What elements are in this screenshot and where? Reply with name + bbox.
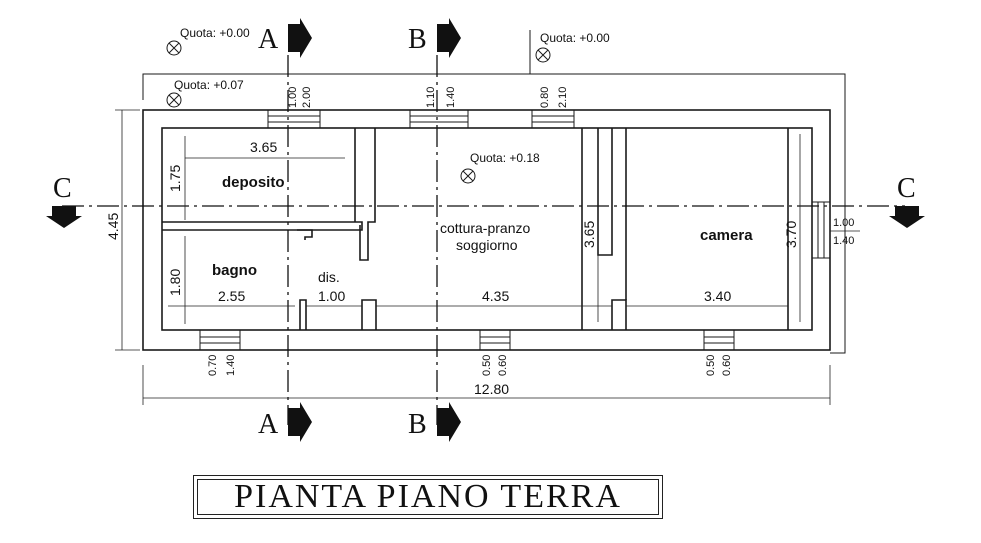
dim-overall-width: 12.80 (474, 381, 509, 397)
dim-win-top3-b: 2.10 (557, 87, 569, 108)
dim-win-right-b: 1.40 (833, 235, 854, 247)
room-dis: dis. (318, 269, 340, 285)
dim-deposito-width: 3.65 (250, 139, 277, 155)
windows (199, 109, 831, 351)
dim-win-bot2-a: 0.50 (481, 355, 493, 376)
room-camera: camera (700, 227, 753, 244)
section-a-top-arrow-icon (288, 18, 312, 58)
dim-win-bot1-a: 0.70 (207, 355, 219, 376)
terrace-outline (142, 30, 846, 354)
section-b-bottom-label: B (408, 409, 427, 440)
section-lines (62, 55, 905, 425)
quota-label-4: Quota: +0.18 (470, 151, 540, 165)
dim-win-top1-a: 1.00 (287, 87, 299, 108)
section-c-right-arrow-icon (889, 206, 925, 228)
section-a-bottom-arrow-icon (288, 402, 312, 442)
quota-label-1: Quota: +0.00 (180, 26, 250, 40)
section-a-bottom-label: A (258, 409, 279, 440)
dimension-texts: 12.80 4.45 3.65 1.75 1.80 2.55 1.00 4.35… (105, 87, 860, 397)
quota-marker-icon (460, 168, 476, 184)
dim-bagno-width: 2.55 (218, 288, 245, 304)
section-c-left-label: C (53, 173, 72, 204)
dim-deposito-height: 1.75 (167, 165, 183, 192)
section-c-left-arrow-icon (46, 206, 82, 228)
dim-win-top2-b: 1.40 (445, 87, 457, 108)
dim-bagno-height: 1.80 (167, 269, 183, 296)
quota-label-3: Quota: +0.00 (540, 31, 610, 45)
dim-win-bot3-b: 0.60 (721, 355, 733, 376)
room-deposito: deposito (222, 174, 285, 191)
dim-win-bot2-b: 0.60 (497, 355, 509, 376)
dim-cottura-width: 4.35 (482, 288, 509, 304)
section-b-top-arrow-icon (437, 18, 461, 58)
dim-win-bot3-a: 0.50 (705, 355, 717, 376)
room-soggiorno: soggiorno (456, 237, 518, 253)
dim-win-top3-a: 0.80 (539, 87, 551, 108)
section-b-top-label: B (408, 24, 427, 55)
dim-win-top2-a: 1.10 (425, 87, 437, 108)
dim-dis-width: 1.00 (318, 288, 345, 304)
room-labels: deposito bagno dis. cottura-pranzo soggi… (212, 174, 753, 285)
dim-win-bot1-b: 1.40 (225, 355, 237, 376)
dimension-lines (115, 109, 831, 405)
page-title: PIANTA PIANO TERRA (234, 478, 622, 515)
dim-camera-height: 3.70 (783, 221, 799, 248)
quota-marker-icon (535, 47, 551, 63)
quota-marker-icon (166, 92, 182, 108)
dim-cottura-height: 3.65 (581, 221, 597, 248)
quota-marker-icon (166, 40, 182, 56)
dim-win-top1-b: 2.00 (301, 87, 313, 108)
dim-camera-width: 3.40 (704, 288, 731, 304)
title-frame: PIANTA PIANO TERRA (193, 475, 663, 519)
section-arrows: A B A B C C (46, 18, 925, 442)
room-bagno: bagno (212, 262, 257, 279)
quota-markers: Quota: +0.00 Quota: +0.07 Quota: +0.00 Q… (166, 26, 610, 184)
dim-win-right-a: 1.00 (833, 217, 854, 229)
dim-overall-height: 4.45 (105, 213, 121, 240)
section-c-right-label: C (897, 173, 916, 204)
section-a-top-label: A (258, 24, 279, 55)
room-cottura: cottura-pranzo (440, 220, 530, 236)
section-b-bottom-arrow-icon (437, 402, 461, 442)
quota-label-2: Quota: +0.07 (174, 78, 244, 92)
